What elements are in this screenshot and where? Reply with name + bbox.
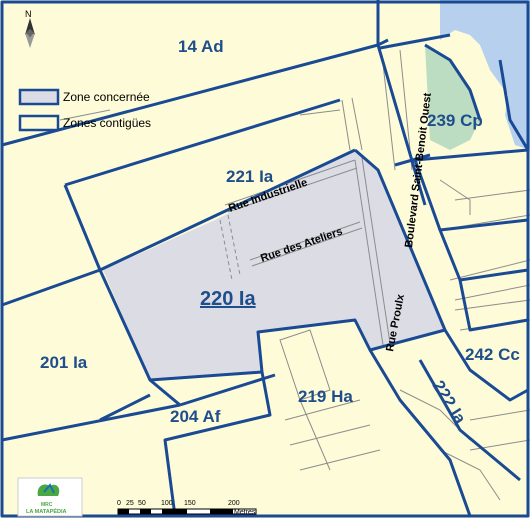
zone-label-242: 242 Cc xyxy=(465,345,520,364)
mrc-logo: MRC LA MATAPÉDIA xyxy=(17,477,83,517)
legend-label-adjacent: Zones contigües xyxy=(63,116,151,130)
scale-bar: 0 25 50 100 150 200 Mètres xyxy=(117,500,257,516)
logo-text-name: LA MATAPÉDIA xyxy=(26,507,67,515)
scale-tick-25: 25 xyxy=(126,500,134,507)
legend: Zone concernée Zones contigües xyxy=(18,88,151,132)
zone-label-220: 220 Ia xyxy=(200,288,256,310)
concerned-zone-220 xyxy=(103,150,445,380)
scale-tick-100: 100 xyxy=(161,500,173,507)
scale-tick-150: 150 xyxy=(184,500,196,507)
legend-swatch-concerned xyxy=(18,88,60,106)
zone-label-221: 221 Ia xyxy=(226,167,274,186)
legend-label-concerned: Zone concernée xyxy=(63,90,150,104)
scale-tick-50: 50 xyxy=(138,500,146,507)
logo-leaf-icon xyxy=(37,484,60,496)
zone-label-204: 204 Af xyxy=(170,407,221,426)
north-arrow-tail xyxy=(25,33,35,48)
park-area xyxy=(425,45,480,150)
logo-text-mrc: MRC xyxy=(41,502,53,508)
zone-label-219: 219 Ha xyxy=(298,387,353,406)
logo-peak-icon xyxy=(43,483,55,494)
legend-swatch-adjacent xyxy=(18,114,60,132)
north-arrow: N xyxy=(25,9,35,48)
zone-label-239: 239 Cp xyxy=(427,111,483,130)
north-label: N xyxy=(25,9,32,19)
zone-label-14: 14 Ad xyxy=(178,37,224,56)
scale-unit: Mètres xyxy=(234,509,256,516)
scale-tick-0: 0 xyxy=(117,500,121,507)
zone-label-201: 201 Ia xyxy=(40,353,88,372)
scale-tick-200: 200 xyxy=(228,500,240,507)
street-lines xyxy=(59,49,530,501)
north-arrow-icon xyxy=(25,18,35,35)
